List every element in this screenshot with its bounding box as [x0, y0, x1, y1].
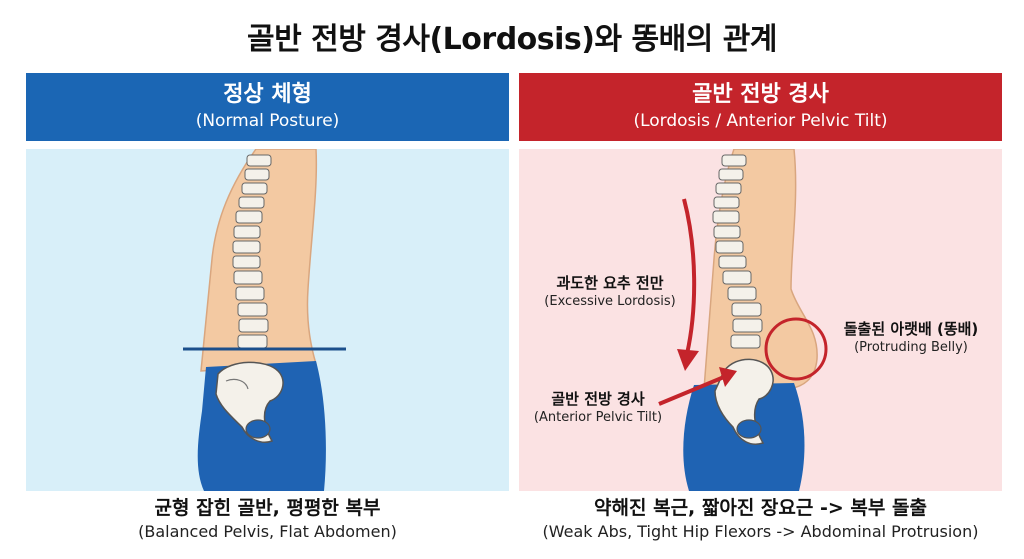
lordosis-header: 골반 전방 경사 (Lordosis / Anterior Pelvic Til…	[519, 73, 1002, 141]
lordosis-curve-arrowhead	[677, 349, 699, 371]
lordosis-subtitle: (Lordosis / Anterior Pelvic Tilt)	[633, 111, 888, 131]
lordosis-illustration: 과도한 요추 전만 (Excessive Lordosis) 돌출된 아랫배 (…	[519, 149, 1002, 491]
lordosis-caption: 약해진 복근, 짧아진 장요근 -> 복부 돌출 (Weak Abs, Tigh…	[519, 495, 1002, 543]
lordosis-title: 골반 전방 경사	[692, 82, 829, 107]
normal-caption-sub: (Balanced Pelvis, Flat Abdomen)	[138, 522, 397, 541]
lordosis-spine	[712, 154, 763, 349]
lordosis-caption-sub: (Weak Abs, Tight Hip Flexors -> Abdomina…	[542, 522, 979, 541]
lordosis-torso	[703, 149, 818, 390]
tilt-arrowhead	[719, 367, 737, 387]
normal-pelvis-bone	[215, 361, 284, 443]
lordosis-curve-arrow	[682, 198, 697, 355]
protruding-belly-label: 돌출된 아랫배 (똥배) (Protruding Belly)	[843, 320, 979, 355]
normal-body-figure	[183, 149, 346, 491]
lordosis-panel: 골반 전방 경사 (Lordosis / Anterior Pelvic Til…	[519, 73, 1002, 491]
belly-highlight-circle	[764, 317, 828, 381]
lordosis-caption-main: 약해진 복근, 짧아진 장요근 -> 복부 돌출	[594, 497, 927, 519]
normal-posture-caption: 균형 잡힌 골반, 평평한 복부 (Balanced Pelvis, Flat …	[26, 495, 509, 543]
normal-spine	[232, 154, 272, 349]
normal-posture-illustration	[26, 149, 509, 491]
normal-posture-subtitle: (Normal Posture)	[195, 111, 340, 131]
excessive-lordosis-label: 과도한 요추 전만 (Excessive Lordosis)	[544, 274, 676, 309]
normal-posture-panel: 정상 체형 (Normal Posture)	[26, 73, 509, 491]
normal-posture-title: 정상 체형	[223, 82, 312, 107]
page-title: 골반 전방 경사(Lordosis)와 똥배의 관계	[246, 22, 778, 57]
anterior-pelvic-tilt-label: 골반 전방 경사 (Anterior Pelvic Tilt)	[533, 390, 663, 425]
tilt-arrow	[658, 375, 725, 406]
normal-caption-main: 균형 잡힌 골반, 평평한 복부	[154, 497, 381, 519]
normal-posture-header: 정상 체형 (Normal Posture)	[26, 73, 509, 141]
lordosis-body-figure	[658, 149, 828, 491]
